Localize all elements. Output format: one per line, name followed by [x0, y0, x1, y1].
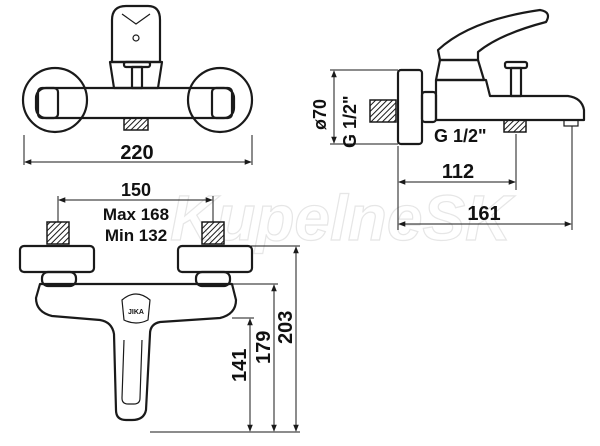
side-lever: [436, 8, 550, 62]
dim-height-body: 179: [253, 331, 275, 364]
front-body: [34, 86, 236, 120]
watermark-text: KupelneSK: [170, 182, 516, 254]
brand-mark: JIKA: [128, 309, 144, 316]
dim-inlet-spacing-min: Min 132: [105, 226, 167, 245]
dim-height-total: 203: [275, 311, 297, 344]
side-rosette: [396, 68, 424, 146]
bottom-view: 150 Max 168 Min 132 JIKA 141 179 203: [18, 180, 300, 433]
right-rosette: [186, 66, 254, 134]
side-view: ø70 G 1/2" G 1/2" 112 161: [310, 8, 586, 230]
dim-height-spout: 141: [229, 349, 251, 382]
spout: [434, 78, 586, 122]
left-inlet: [46, 221, 70, 245]
bottom-body: [34, 282, 238, 422]
right-inlet: [201, 221, 225, 245]
left-rosette: [21, 66, 89, 134]
inlet-thread: [369, 99, 397, 123]
dim-width-front: 220: [120, 142, 153, 164]
dim-inlet-spacing: 150: [121, 180, 151, 200]
dim-outlet-diameter: ø70: [310, 99, 330, 130]
dim-thread-outlet: G 1/2": [434, 126, 487, 146]
dim-depth-total: 161: [467, 203, 500, 225]
lever-handle: [110, 4, 162, 64]
outlet-thread: [123, 117, 149, 131]
dim-thread-inlet: G 1/2": [340, 95, 360, 148]
dim-inlet-spacing-max: Max 168: [103, 205, 169, 224]
front-view: 220: [21, 4, 254, 165]
side-outlet-thread: [503, 119, 527, 133]
dim-depth-outlet: 112: [442, 161, 474, 183]
